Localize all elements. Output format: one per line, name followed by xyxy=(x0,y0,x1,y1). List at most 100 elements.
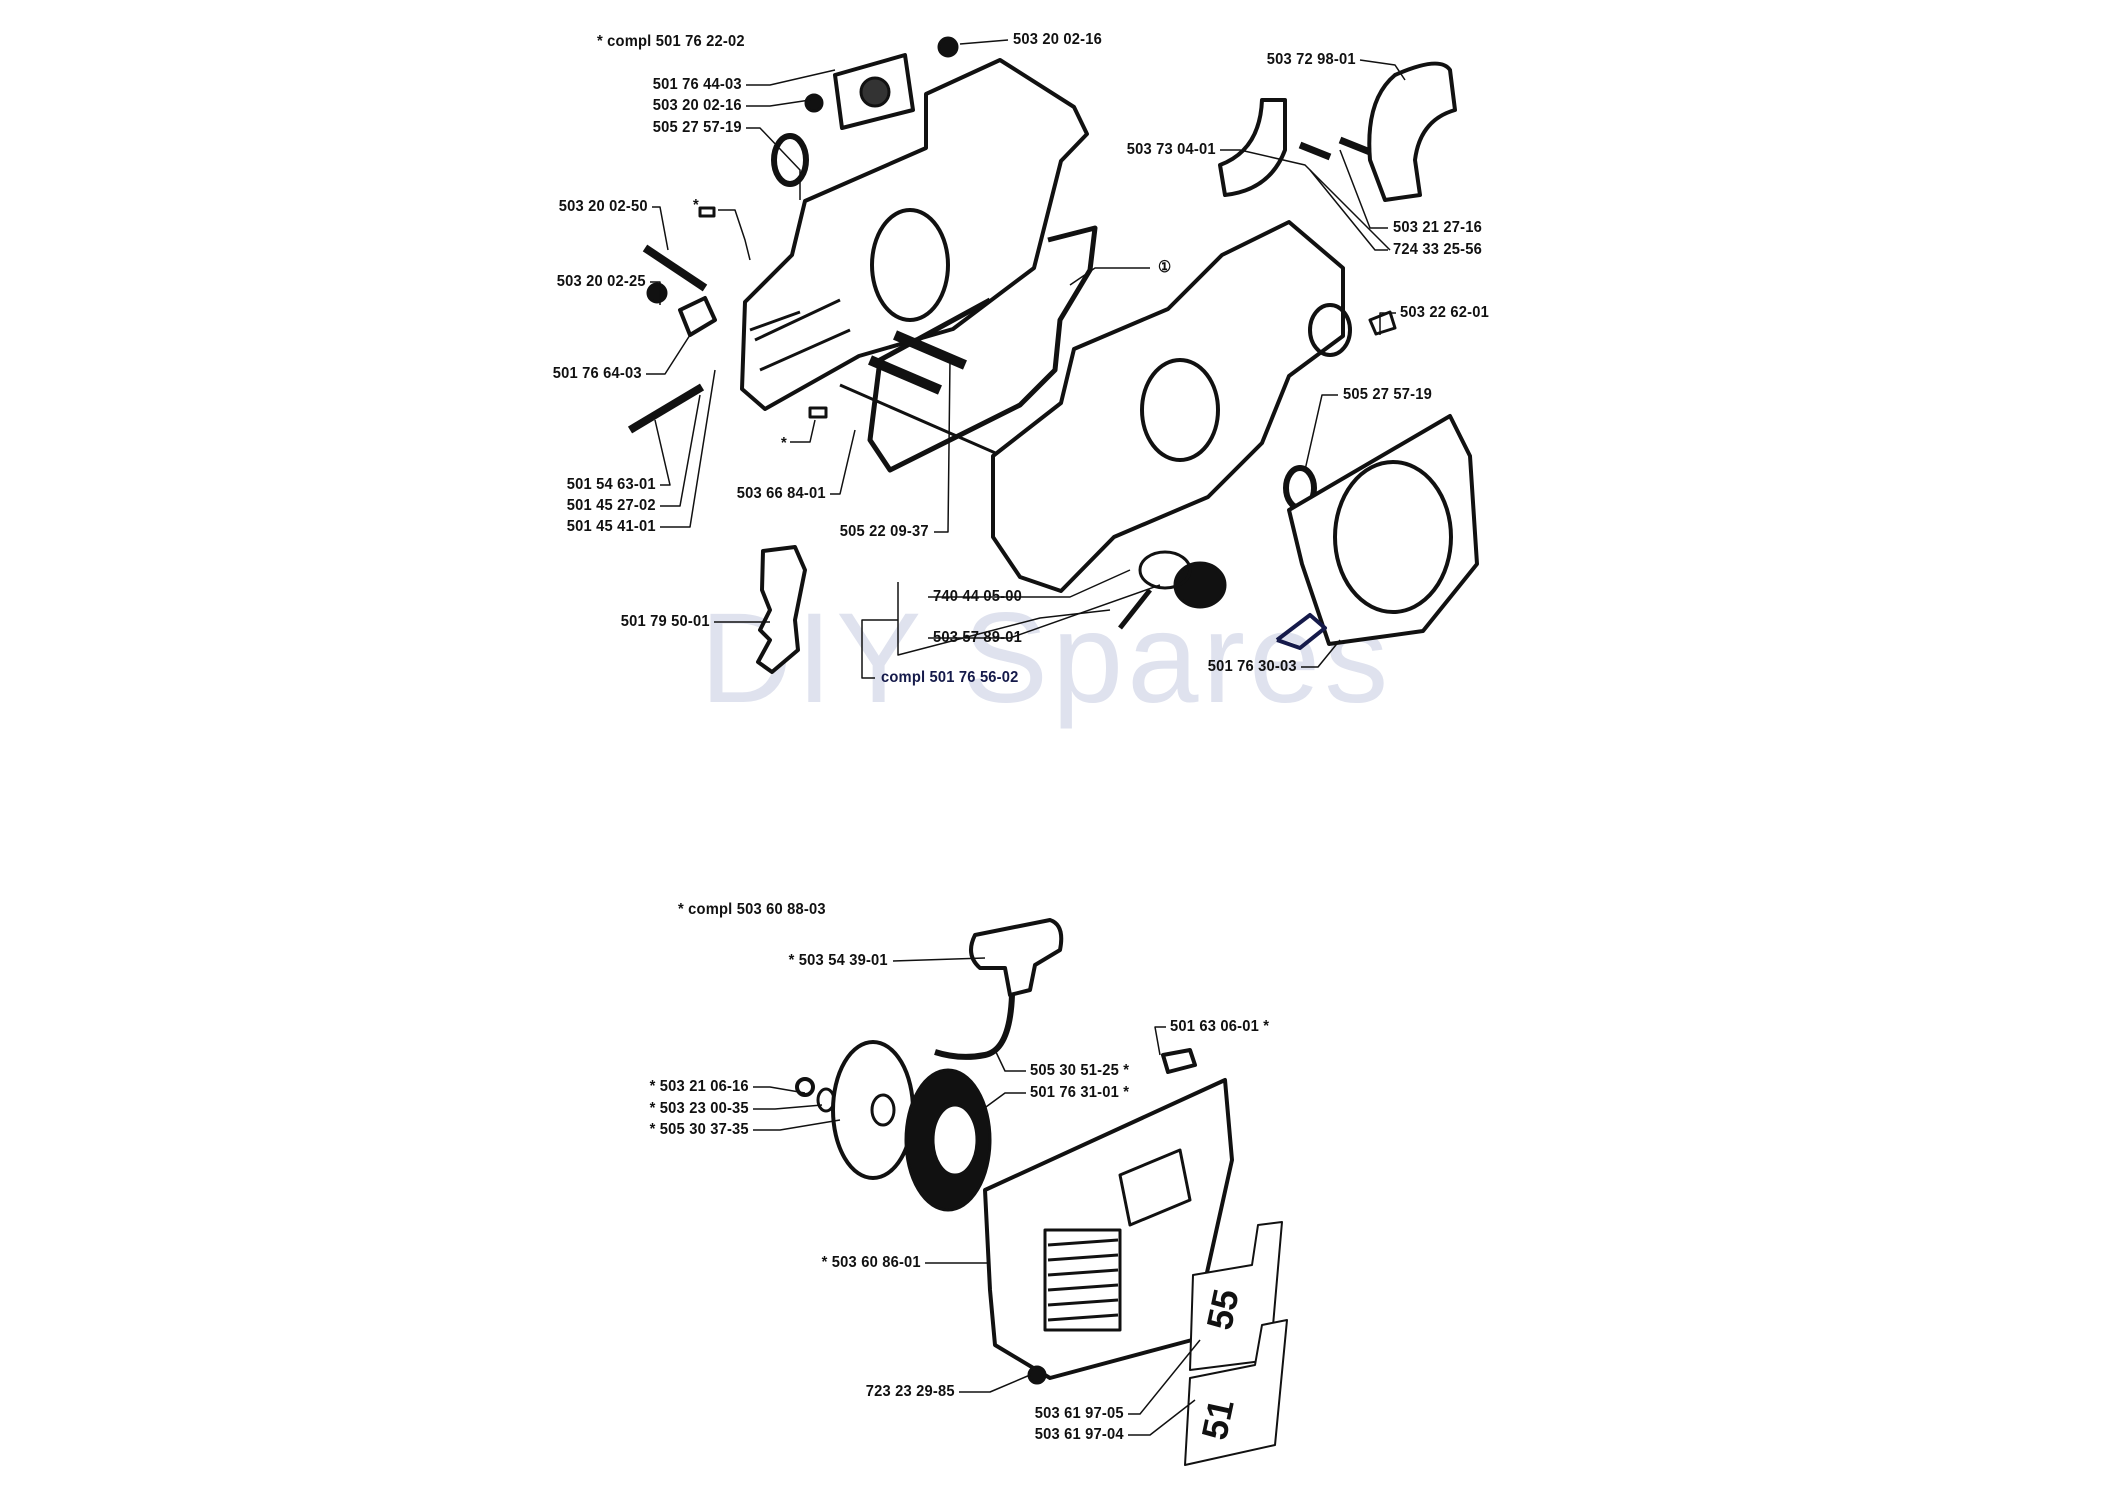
leader-line xyxy=(1069,267,1150,286)
leader-line xyxy=(1154,1026,1166,1056)
screw-head xyxy=(804,93,824,113)
part-label: 503 20 02-16 xyxy=(653,97,742,114)
filter-bracket-hole xyxy=(859,76,891,108)
bumper-spike xyxy=(756,545,807,674)
leader-line xyxy=(753,1104,823,1110)
part-label: 503 72 98-01 xyxy=(1267,51,1356,68)
leader-line xyxy=(660,369,716,528)
part-label: 505 30 51-25 * xyxy=(1030,1062,1130,1079)
part-label: 505 27 57-19 xyxy=(653,119,742,136)
part-label: * 503 60 86-01 xyxy=(821,1254,921,1271)
chain-guide-plate xyxy=(1275,613,1327,650)
pin xyxy=(1118,588,1152,630)
crankcase-left-fins xyxy=(749,310,801,332)
svg-text:55: 55 xyxy=(1198,1286,1246,1334)
decal-55: 55 xyxy=(1189,1221,1283,1371)
air-valve-plug xyxy=(1161,1048,1197,1074)
leader-line xyxy=(790,419,816,443)
leader-line xyxy=(660,394,701,507)
chain-tensioner xyxy=(678,296,717,337)
part-label: * 503 54 39-01 xyxy=(788,952,888,969)
pin xyxy=(808,406,828,419)
leader-line xyxy=(718,209,751,261)
leader-line xyxy=(654,419,671,486)
starter-cover-grille-slats xyxy=(1047,1238,1119,1322)
part-label: 740 44 05-00 xyxy=(933,588,1022,605)
part-label: 501 76 30-03 xyxy=(1208,658,1297,675)
leader-line xyxy=(746,69,836,86)
watermark: DIY Spares xyxy=(700,587,1393,730)
leader-line xyxy=(959,1374,1031,1393)
crankcase-left-bearing xyxy=(870,208,950,322)
rod xyxy=(839,383,1001,457)
bolt xyxy=(642,244,708,292)
part-label: 503 57 89-01 xyxy=(933,629,1022,646)
kit-label: compl 501 76 56-02 xyxy=(881,669,1019,686)
leader-line xyxy=(1304,394,1338,471)
screw-head xyxy=(937,36,959,58)
bolt xyxy=(627,383,705,434)
leader-line xyxy=(1359,59,1406,81)
part-label: 501 76 31-01 * xyxy=(1030,1084,1130,1101)
stud-bolt xyxy=(868,355,942,395)
leader-line xyxy=(928,569,1131,598)
leader-line xyxy=(746,127,801,200)
stud-bolt xyxy=(893,330,967,370)
part-label: 501 54 63-01 xyxy=(567,476,656,493)
recoil-spring-cassette-center xyxy=(931,1103,979,1177)
screw-head xyxy=(646,282,668,304)
leader-line xyxy=(830,429,856,495)
leader-lines-top xyxy=(646,39,1406,679)
leader-line xyxy=(746,99,811,107)
part-label: 501 63 06-01 * xyxy=(1170,1018,1270,1035)
asterisk-marker: * xyxy=(693,197,699,214)
leader-line xyxy=(897,582,1111,656)
kit-note-bottom: * compl 503 60 88-03 xyxy=(678,901,826,918)
gasket xyxy=(867,225,1098,473)
leader-line xyxy=(1309,169,1388,251)
part-label: 501 79 50-01 xyxy=(621,613,710,630)
seal-ring xyxy=(771,133,809,187)
part-label: 503 21 27-16 xyxy=(1393,219,1482,236)
deflector xyxy=(1367,61,1457,202)
leader-line xyxy=(753,1119,841,1131)
part-label: 505 22 09-37 xyxy=(840,523,929,540)
leader-line xyxy=(928,584,1161,639)
part-label: 724 33 25-56 xyxy=(1393,241,1482,258)
kit-note-top: * compl 501 76 22-02 xyxy=(597,33,745,50)
pin xyxy=(698,206,716,218)
guard-plate xyxy=(1218,98,1287,197)
spring xyxy=(1298,141,1332,161)
clutch-cover xyxy=(1287,414,1479,646)
svg-text:51: 51 xyxy=(1193,1396,1241,1444)
part-label: 501 45 27-02 xyxy=(567,497,656,514)
leader-line xyxy=(892,957,986,962)
crankcase-left-rib xyxy=(759,328,851,372)
screw-head xyxy=(795,1077,815,1097)
leader-line xyxy=(1339,149,1388,229)
callout-reference: ① xyxy=(1158,259,1172,276)
part-label: 501 76 64-03 xyxy=(553,365,642,382)
spring xyxy=(1338,136,1372,156)
leader-line xyxy=(861,619,898,679)
leader-line xyxy=(974,1092,1026,1116)
crankcase-right-bearing xyxy=(1308,303,1352,357)
leader-line xyxy=(1128,1339,1201,1415)
screw-head xyxy=(1027,1365,1047,1385)
leader-line xyxy=(1379,312,1396,335)
leader-line xyxy=(1301,639,1341,668)
part-label: 503 66 84-01 xyxy=(737,485,826,502)
leader-line xyxy=(753,1086,806,1094)
oil-pump-worm xyxy=(1173,561,1227,609)
part-label: 723 23 29-85 xyxy=(866,1383,955,1400)
decal-51: 51 xyxy=(1184,1319,1288,1466)
crankcase-left-rib xyxy=(754,298,841,342)
part-label: 503 20 02-25 xyxy=(557,273,646,290)
starter-handle xyxy=(969,918,1064,997)
starter-pulley-hub xyxy=(870,1093,896,1127)
leader-line xyxy=(1128,1399,1196,1436)
part-label: 503 20 02-16 xyxy=(1013,31,1102,48)
crankcase-right-bearing xyxy=(1140,358,1220,462)
leader-line xyxy=(650,281,661,305)
